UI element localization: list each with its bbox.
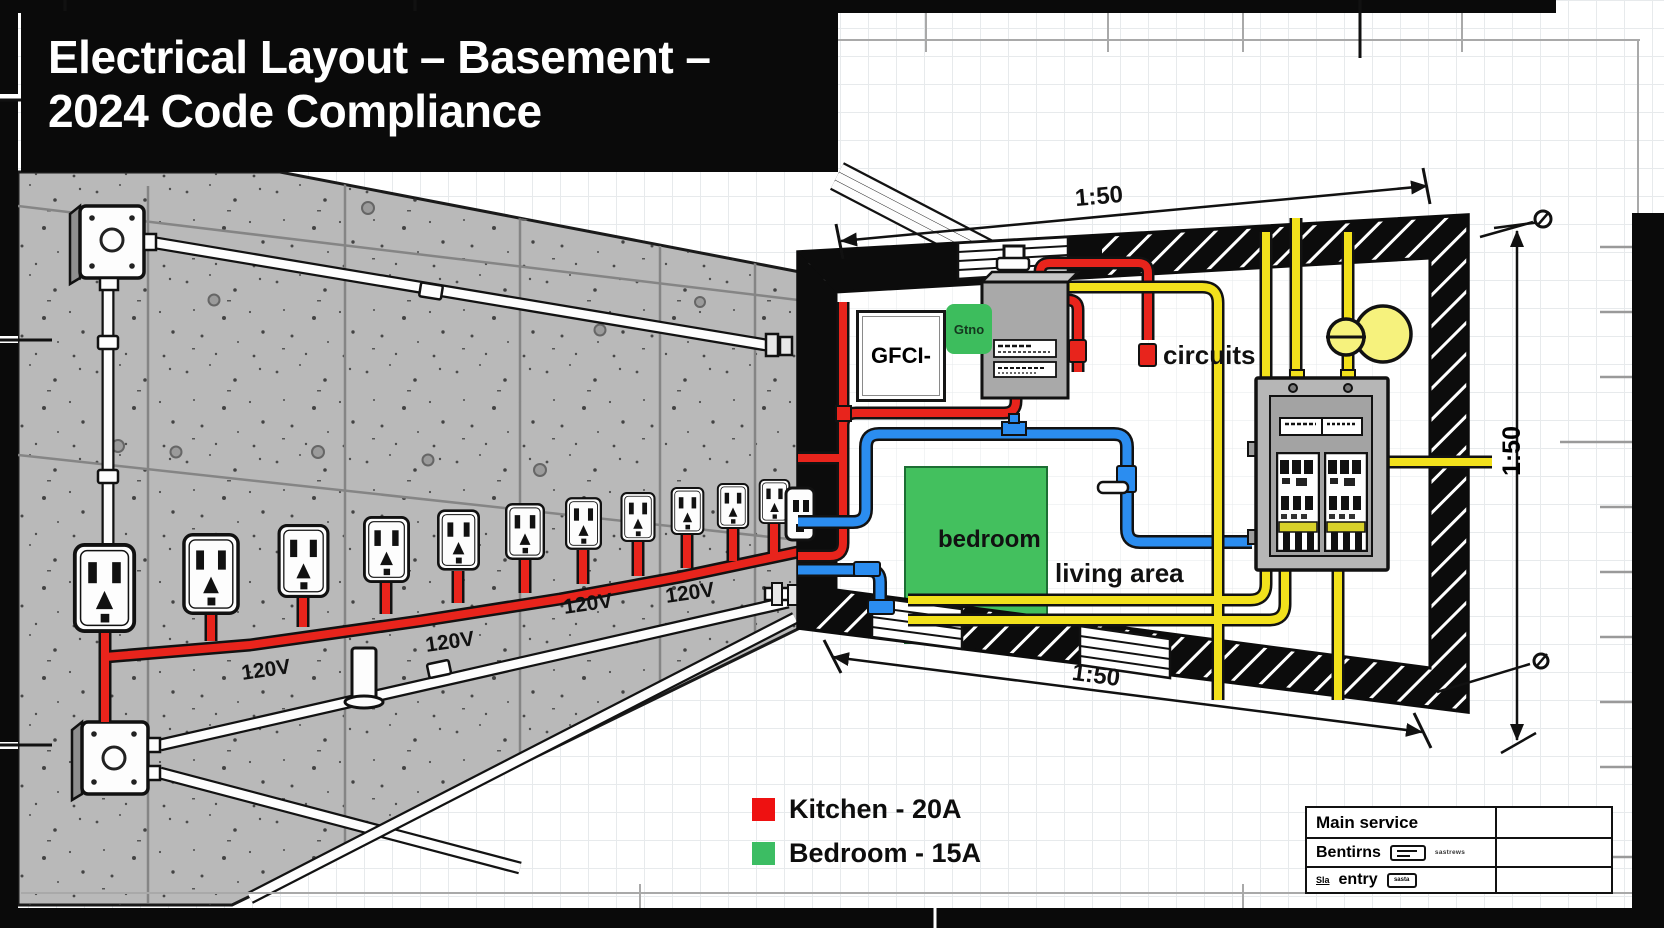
dimension-bottom: [822, 639, 1550, 749]
bedroom-label: bedroom: [938, 526, 1041, 553]
scale-label-top: 1:50: [1073, 180, 1125, 213]
title-block-row3-label: entry: [1338, 871, 1378, 888]
outlet-icon: [620, 492, 656, 542]
kitchen-swatch-icon: [752, 798, 775, 821]
scale-label-right: 1:50: [1498, 426, 1526, 477]
outlet-icon: [505, 503, 545, 560]
conduit-runs: [96, 243, 799, 898]
outlet-icon: [670, 487, 705, 535]
table-row: Main service: [1307, 808, 1611, 837]
page-title-line2: 2024 Code Compliance: [48, 84, 542, 137]
spec-box-icon: [1389, 844, 1426, 861]
spec-box-icon: sasta: [1386, 872, 1417, 888]
legend-item-bedroom: Bedroom - 15A: [752, 838, 981, 869]
table-cell-empty: [1497, 868, 1611, 892]
dimension-right: [1479, 209, 1553, 755]
breaker-icon: [1276, 452, 1320, 552]
circuits-label: circuits: [1163, 340, 1256, 370]
junction-box-bottom: [70, 719, 162, 803]
outlet-icon: [716, 483, 750, 529]
table-row: Bentirns sastrews: [1307, 837, 1611, 866]
page-title-line1: Electrical Layout – Basement –: [48, 31, 711, 83]
legend-item-kitchen: Kitchen - 20A: [752, 794, 981, 825]
outlet-icon: [277, 524, 330, 598]
wall-outlet-plan: [784, 486, 816, 542]
breaker-panel: [1247, 376, 1390, 572]
kitchen-circuit-wall: [98, 524, 800, 722]
floor-plan: [784, 215, 1492, 714]
kitchen-circuit-plan: [798, 263, 1157, 556]
title-banner: Electrical Layout – Basement – 2024 Code…: [21, 11, 838, 172]
title-block-table: Main service Bentirns sastrews Sla entry…: [1305, 806, 1613, 894]
meter-device: [978, 244, 1082, 400]
green-tag: Gtno: [946, 304, 992, 354]
title-block-main-service: Main service: [1316, 812, 1419, 832]
title-block-row2-note: sastrews: [1434, 849, 1466, 856]
diameter-symbol-icon: [1479, 209, 1553, 239]
outlet-icon: [565, 497, 602, 550]
gfci-label-box: GFCI-: [856, 310, 946, 402]
dimension-top: [834, 167, 1432, 260]
switch-pill-icon: [1096, 480, 1130, 495]
legend-kitchen-label: Kitchen - 20A: [789, 794, 962, 824]
junction-box-top: [68, 203, 158, 292]
diameter-symbol-icon: [1436, 652, 1550, 694]
table-cell-empty: [1497, 808, 1611, 837]
legend-bedroom-label: Bedroom - 15A: [789, 838, 982, 868]
gfci-label: GFCI-: [871, 343, 931, 368]
breaker-icon: [1324, 452, 1368, 552]
outlet-icon: [437, 509, 480, 571]
table-cell-empty: [1497, 839, 1611, 866]
green-tag-label: Gtno: [953, 321, 985, 337]
outlet-icon: [72, 543, 137, 633]
outlet-icon: [182, 533, 240, 615]
light-fixture-icon: [1326, 304, 1413, 364]
living-area-label: living area: [1055, 558, 1184, 588]
bedroom-swatch-icon: [752, 842, 775, 865]
title-block-row2-label: Bentirns: [1316, 843, 1381, 861]
right-ruler: [1632, 213, 1664, 928]
circuit-legend: Kitchen - 20A Bedroom - 15A: [752, 794, 981, 882]
outlet-icon: [363, 516, 410, 583]
table-row: Sla entry sasta: [1307, 866, 1611, 892]
title-block-row3-prefix: Sla: [1316, 875, 1330, 885]
